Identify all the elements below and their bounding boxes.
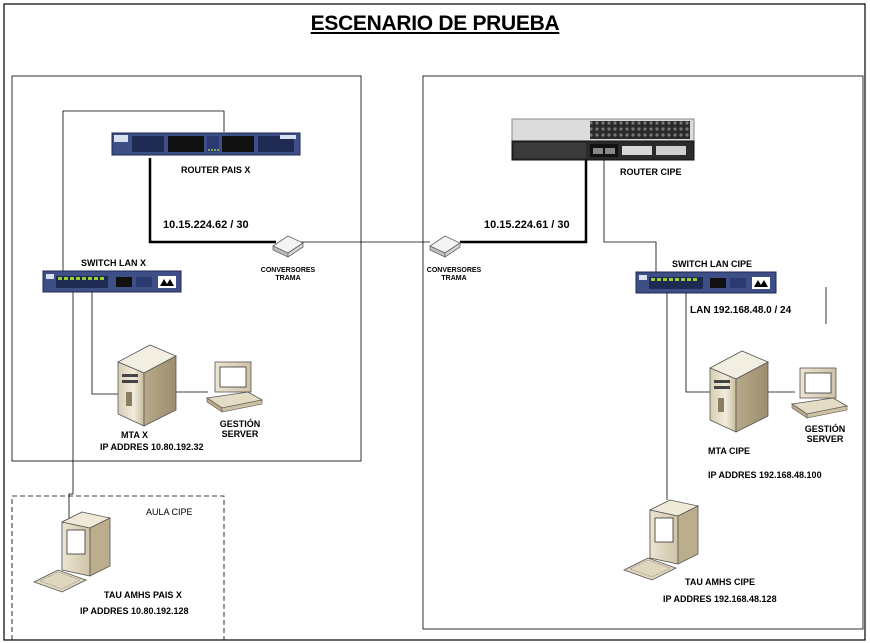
- gestion-right-line1: GESTIÓN: [804, 424, 846, 434]
- left-site-box: [11, 75, 362, 462]
- aula-box: [11, 495, 225, 641]
- left-converter-label-line1: CONVERSORES: [260, 267, 316, 274]
- gestion-server-right-label: GESTIÓN SERVER: [795, 424, 855, 445]
- mta-x-label: MTA X: [121, 430, 148, 440]
- switch-lan-x-device: [42, 270, 182, 293]
- link-switch-tau-left: [68, 292, 74, 520]
- gestion-left-line2: SERVER: [221, 429, 259, 440]
- right-link-ip-label: 10.15.224.61 / 30: [484, 219, 570, 231]
- aula-cipe-label: AULA CIPE: [146, 507, 193, 517]
- left-converter-label: CONVERSORES TRAMA: [256, 267, 320, 283]
- right-converter-label: CONVERSORES TRAMA: [422, 267, 486, 283]
- page-title: ESCENARIO DE PRUEBA: [310, 12, 560, 35]
- gestion-left-line1: GESTIÓN: [219, 419, 261, 429]
- link-router-switch-right: [603, 160, 657, 272]
- tau-pais-x-ip-label: IP ADDRES 10.80.192.128: [80, 606, 189, 616]
- gestion-server-left-label: GESTIÓN SERVER: [210, 419, 270, 440]
- converter-left-device: [272, 235, 304, 258]
- gestion-right-line2: SERVER: [806, 434, 844, 445]
- router-cipe-label: ROUTER CIPE: [620, 167, 682, 177]
- lan-cipe-label: LAN 192.168.48.0 / 24: [690, 305, 792, 316]
- tau-cipe-ip-label: IP ADDRES 192.168.48.128: [663, 594, 777, 604]
- link-router-converter-left: [148, 158, 276, 244]
- switch-lan-x-label: SWITCH LAN X: [81, 258, 146, 268]
- mta-x-server-device: [117, 344, 177, 427]
- right-site-box: [422, 75, 864, 630]
- link-switch-mta-right: [685, 293, 710, 393]
- tau-pais-x-pc: [32, 511, 112, 593]
- left-converter-label-line2: TRAMA: [275, 275, 301, 283]
- outer-frame: [3, 3, 866, 641]
- mta-cipe-label: MTA CIPE: [708, 446, 750, 456]
- switch-lan-cipe-device: [635, 271, 777, 294]
- tau-cipe-pc: [622, 499, 700, 581]
- mta-cipe-ip-label: IP ADDRES 192.168.48.100: [708, 470, 822, 480]
- right-converter-label-line1: CONVERSORES: [426, 267, 482, 274]
- gestion-server-left-pc: [205, 361, 264, 413]
- converter-right-device: [429, 235, 461, 258]
- link-switch-router-left: [62, 110, 225, 271]
- left-link-ip-label: 10.15.224.62 / 30: [163, 219, 249, 231]
- tau-pais-x-label: TAU AMHS PAIS X: [104, 590, 182, 600]
- mta-cipe-server-device: [709, 350, 769, 433]
- router-pais-x-device: [111, 132, 301, 156]
- switch-lan-cipe-label: SWITCH LAN CIPE: [672, 259, 752, 269]
- link-converter-router-right: [460, 160, 588, 244]
- router-pais-x-label: ROUTER PAIS X: [181, 165, 251, 175]
- link-switch-mta-left: [91, 292, 118, 395]
- tau-cipe-label: TAU AMHS CIPE: [685, 577, 756, 587]
- right-converter-label-line2: TRAMA: [441, 275, 467, 283]
- router-cipe-device: [511, 118, 695, 161]
- gestion-server-right-pc: [790, 367, 849, 419]
- mta-x-ip-label: IP ADDRES 10.80.192.32: [100, 442, 204, 452]
